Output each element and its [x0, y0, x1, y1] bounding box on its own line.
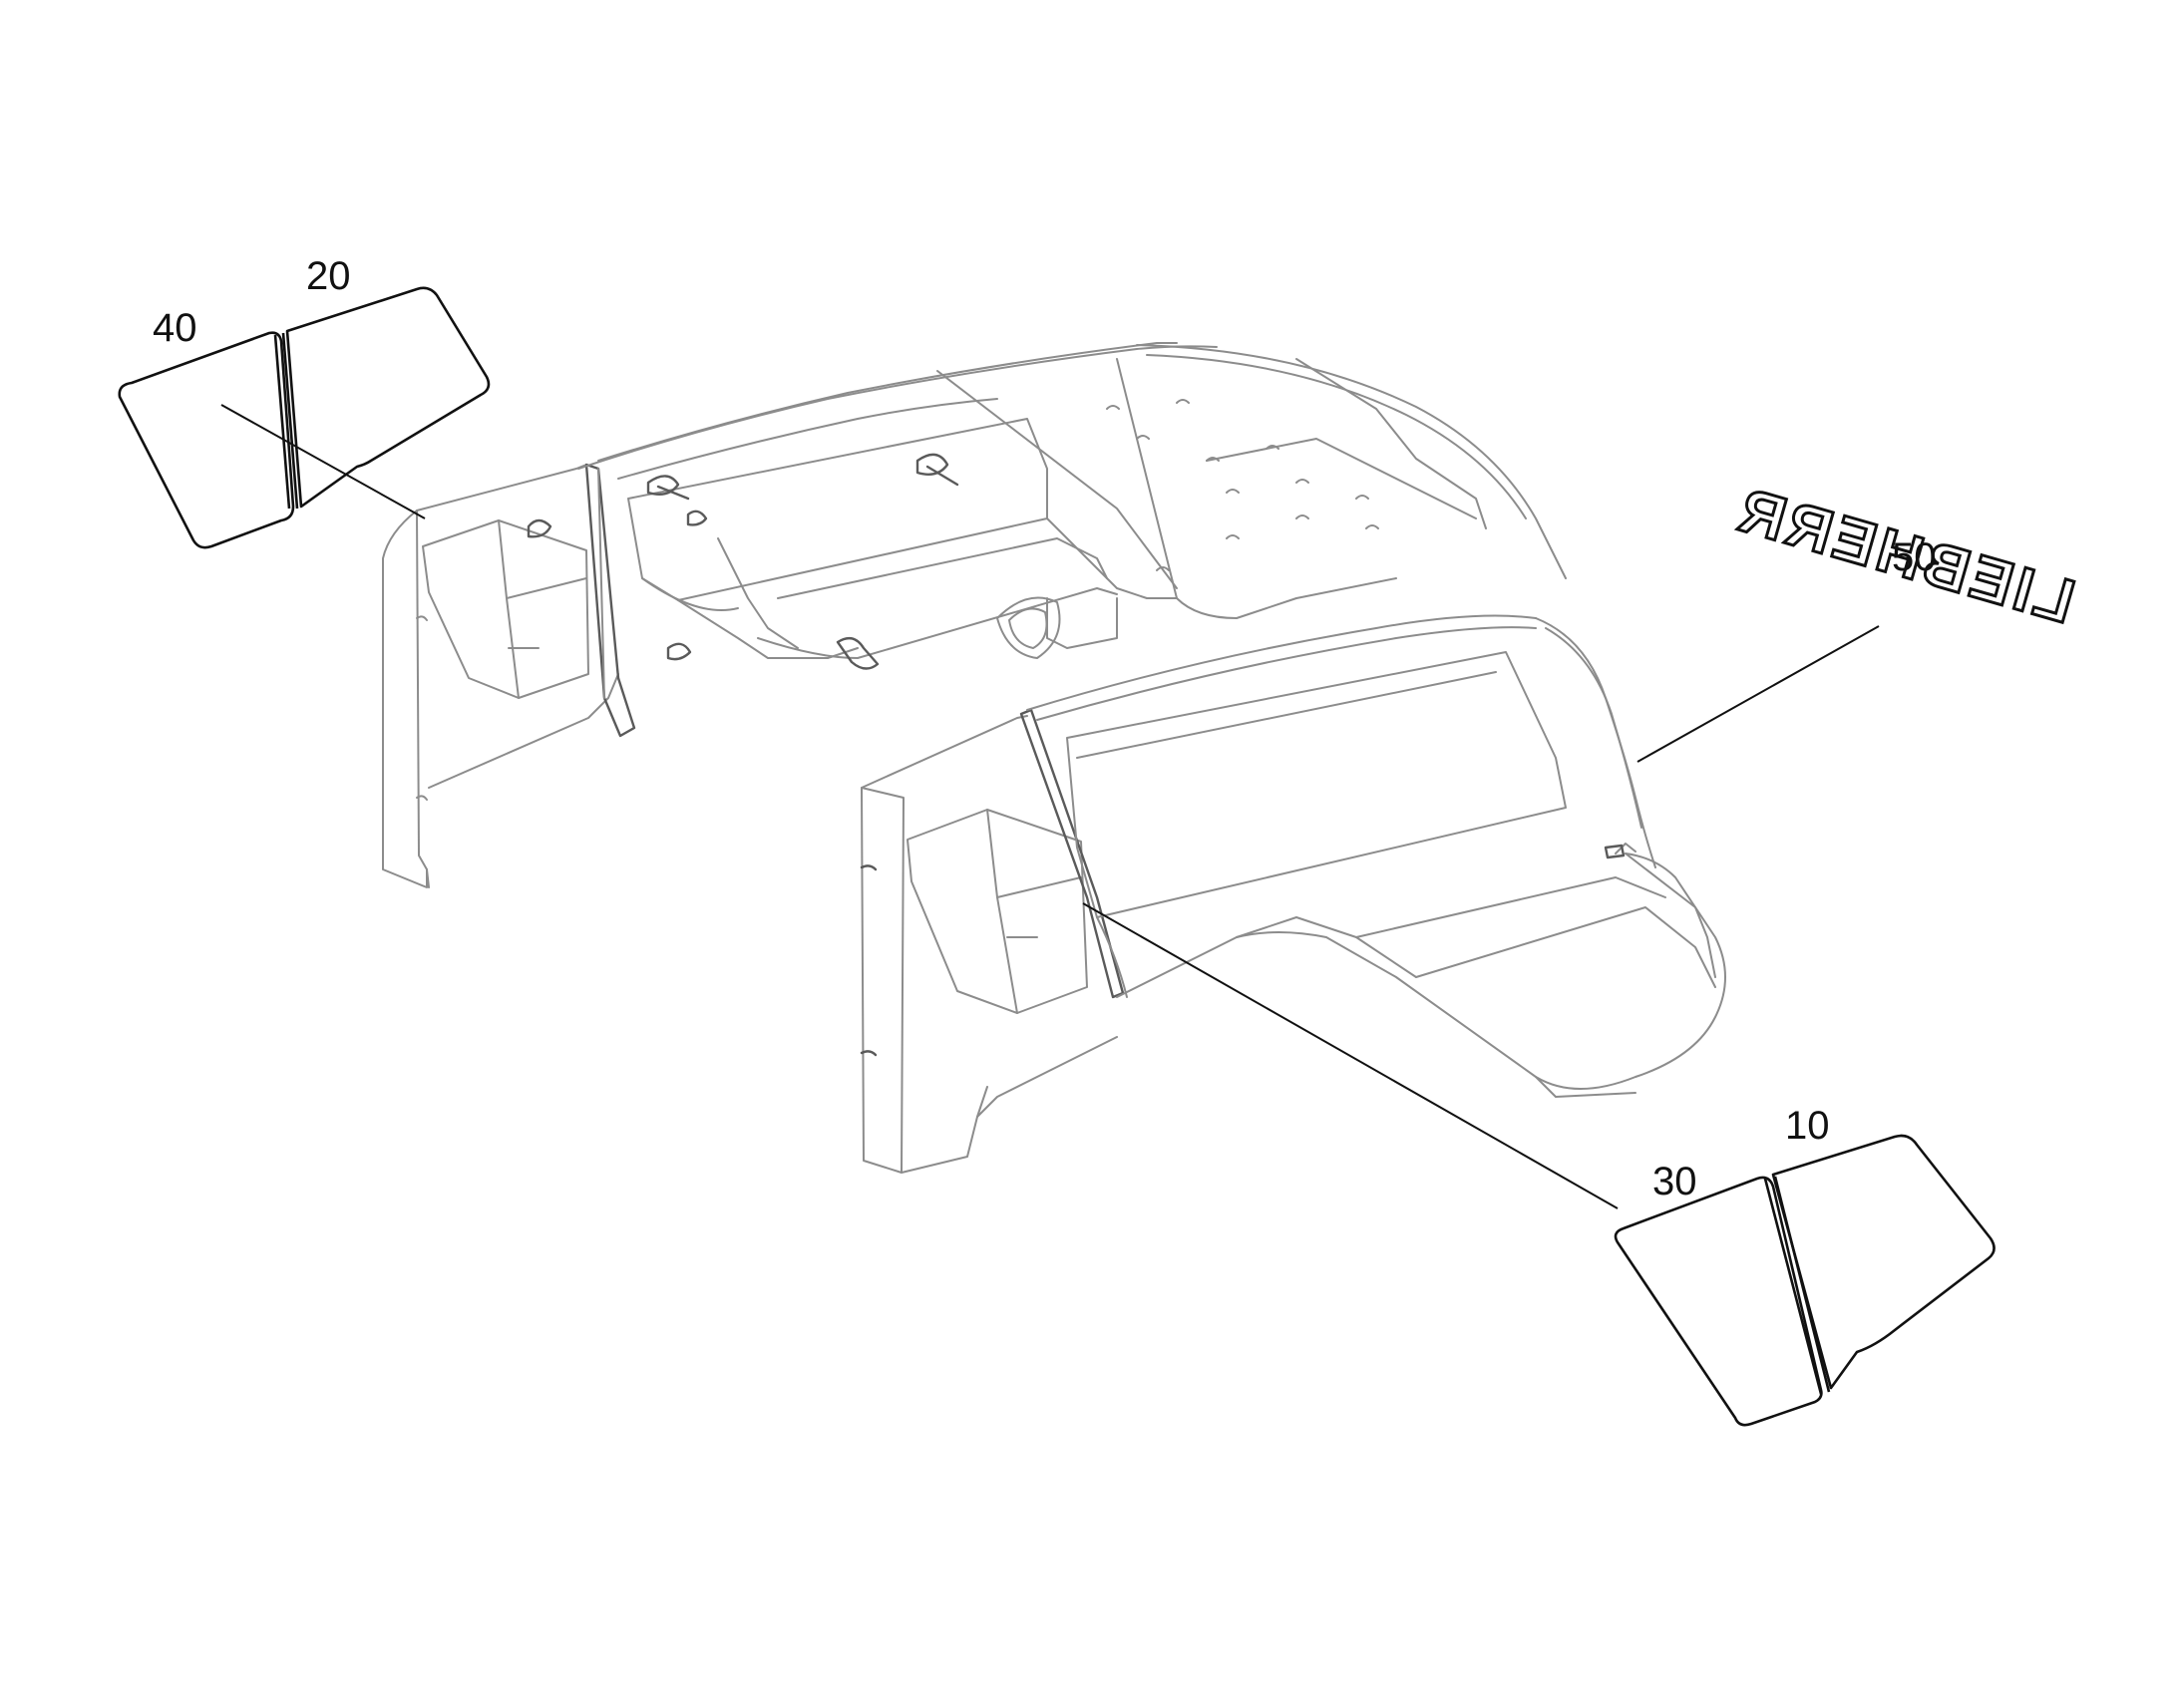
glass-seam-40-20: [273, 332, 299, 510]
callout-10[interactable]: 10: [1785, 1104, 1830, 1148]
callout-50[interactable]: 50: [1892, 535, 1937, 579]
glass-pane-30[interactable]: [1614, 1176, 1823, 1427]
glass-pane-10[interactable]: [1771, 1134, 1996, 1390]
callout-20[interactable]: 20: [306, 254, 351, 298]
leader-30: [1082, 902, 1619, 1209]
glass-seam-30-10: [1763, 1176, 1831, 1395]
cab-body: [382, 342, 1726, 1174]
glass-pane-20[interactable]: [285, 286, 491, 509]
leader-lines: [220, 404, 1880, 1209]
leader-40: [220, 404, 426, 519]
callout-40[interactable]: 40: [153, 306, 197, 350]
leader-50: [1636, 625, 1880, 763]
glass-pane-40[interactable]: [118, 331, 295, 549]
callouts: 20 40 50 10 30: [153, 254, 1937, 1203]
callout-30[interactable]: 30: [1652, 1160, 1697, 1203]
